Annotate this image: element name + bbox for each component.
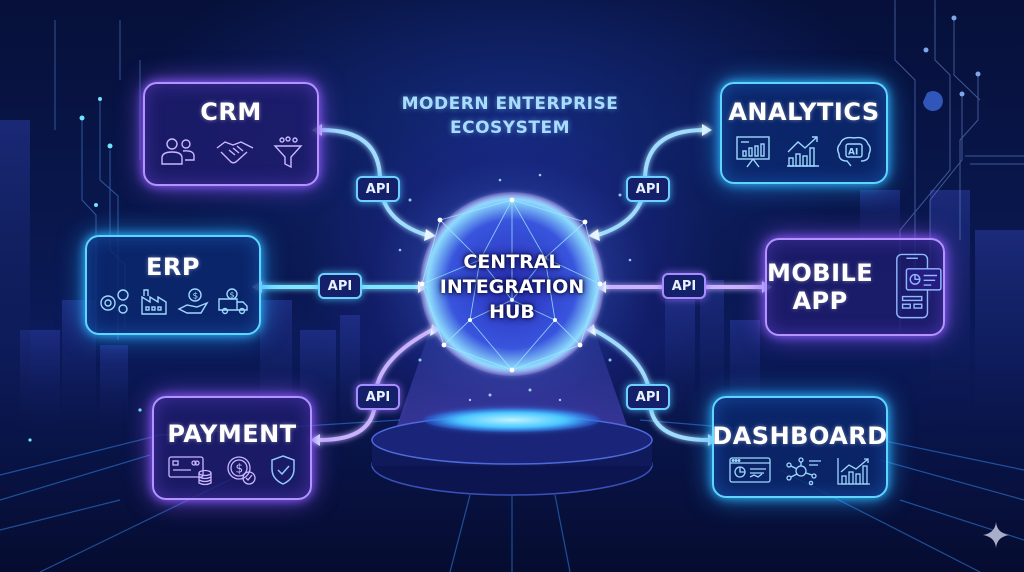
diagram-title: MODERN ENTERPRISE ECOSYSTEM xyxy=(380,92,640,140)
node-analytics-label: ANALYTICS xyxy=(728,98,880,126)
node-mobile-label-line-1: MOBILE xyxy=(767,259,874,287)
delivery-truck-icon: $ xyxy=(218,288,248,315)
dollar-check-icon: $ xyxy=(227,456,256,485)
ai-brain-icon: AI xyxy=(837,136,871,167)
api-badge-crm: API xyxy=(356,176,400,202)
svg-text:AI: AI xyxy=(848,148,858,158)
bar-chart-trend-icon xyxy=(837,458,870,485)
hand-dollar-icon: $ xyxy=(177,288,209,314)
node-dashboard-label: DASHBOARD xyxy=(712,422,888,450)
browser-pie-chart-icon xyxy=(729,457,771,483)
node-crm-label: CRM xyxy=(200,98,262,126)
presentation-chart-icon xyxy=(736,136,770,168)
node-analytics: ANALYTICS AI xyxy=(720,82,888,184)
svg-text:$: $ xyxy=(230,291,235,300)
title-line-1: MODERN ENTERPRISE xyxy=(401,94,619,114)
node-payment-label: PAYMENT xyxy=(167,420,297,448)
node-mobile-app: MOBILE APP xyxy=(765,238,945,336)
hub-label-line-3: HUB xyxy=(489,301,535,323)
node-erp: ERP $ $ xyxy=(85,235,261,335)
node-payment: PAYMENT $ xyxy=(152,396,312,500)
hub-label-line-2: INTEGRATION xyxy=(439,276,585,298)
api-badge-mobile: API xyxy=(662,273,706,299)
node-dashboard: DASHBOARD xyxy=(712,396,888,498)
sparkle-icon xyxy=(983,522,1009,548)
api-badge-payment: API xyxy=(356,384,400,410)
central-integration-hub: CENTRAL INTEGRATION HUB xyxy=(432,250,592,325)
api-badge-erp: API xyxy=(318,273,362,299)
gears-icon xyxy=(100,289,129,314)
svg-text:$: $ xyxy=(193,292,199,302)
network-nodes-icon xyxy=(786,457,821,486)
growth-chart-icon xyxy=(787,136,819,167)
node-mobile-label-line-2: APP xyxy=(792,287,848,315)
hub-label-line-1: CENTRAL xyxy=(463,251,561,273)
factory-icon xyxy=(141,289,167,315)
smartphone-dashboard-icon xyxy=(896,253,942,319)
credit-card-coins-icon xyxy=(168,456,212,486)
title-line-2: ECOSYSTEM xyxy=(450,118,570,138)
sales-funnel-icon xyxy=(273,136,303,169)
api-badge-dashboard: API xyxy=(626,384,670,410)
users-icon xyxy=(161,138,195,165)
node-crm: CRM xyxy=(143,82,319,186)
api-badge-analytics: API xyxy=(626,176,670,202)
handshake-icon xyxy=(216,141,254,164)
node-erp-label: ERP xyxy=(146,253,200,281)
shield-check-icon xyxy=(271,455,295,485)
svg-text:$: $ xyxy=(236,462,244,476)
